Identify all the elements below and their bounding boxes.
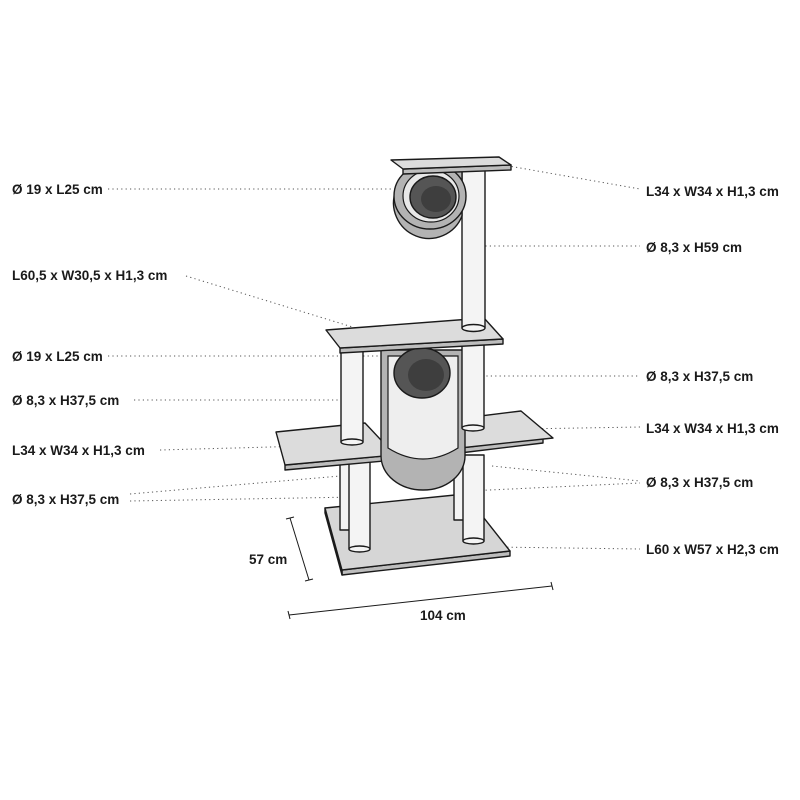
middle-posts: [340, 339, 485, 446]
post-middle-left: [340, 347, 364, 443]
label-base-plate: L60 x W57 x H2,3 cm: [646, 542, 779, 557]
bottom-front-posts: [348, 454, 485, 553]
leader-bottom-post-right-a: [491, 465, 641, 482]
leader-bottom-post-left-a: [129, 475, 341, 495]
leader-bottom-post-right-b: [467, 482, 641, 492]
post-bottom-front-left: [348, 454, 371, 550]
labels: Ø 19 x L25 cm L34 x W34 x H1,3 cm Ø 8,3 …: [12, 182, 779, 623]
leader-lines: [108, 164, 641, 550]
top-tube: [392, 162, 467, 240]
label-bottom-posts-left: Ø 8,3 x H37,5 cm: [12, 492, 119, 507]
depth-dimension-line: [289, 517, 310, 581]
leader-base-plate: [493, 546, 641, 550]
label-middle-platform: L60,5 x W30,5 x H1,3 cm: [12, 268, 167, 283]
side-platform-left: [275, 422, 396, 471]
dimension-lines: [285, 516, 554, 620]
leader-top-platform: [502, 164, 641, 190]
label-side-platform-right: L34 x W34 x H1,3 cm: [646, 421, 779, 436]
label-middle-post-right: Ø 8,3 x H37,5 cm: [646, 369, 753, 384]
label-middle-post-left: Ø 8,3 x H37,5 cm: [12, 393, 119, 408]
label-width: 104 cm: [420, 608, 466, 623]
label-side-platform-left: L34 x W34 x H1,3 cm: [12, 443, 145, 458]
label-bottom-posts-right: Ø 8,3 x H37,5 cm: [646, 475, 753, 490]
label-top-tube: Ø 19 x L25 cm: [12, 182, 103, 197]
middle-tube: [380, 347, 466, 491]
cat-tree: [275, 156, 554, 576]
width-dimension-line: [288, 585, 553, 616]
label-middle-tube: Ø 19 x L25 cm: [12, 349, 103, 364]
top-platform: [390, 156, 512, 175]
leader-middle-platform: [185, 275, 373, 334]
label-top-post: Ø 8,3 x H59 cm: [646, 240, 742, 255]
middle-platform: [325, 317, 504, 354]
post-bottom-front-right: [462, 454, 485, 542]
label-depth: 57 cm: [249, 552, 287, 567]
leader-bottom-post-left-b: [129, 496, 357, 502]
label-top-platform: L34 x W34 x H1,3 cm: [646, 184, 779, 199]
post-middle-right: [461, 339, 485, 429]
